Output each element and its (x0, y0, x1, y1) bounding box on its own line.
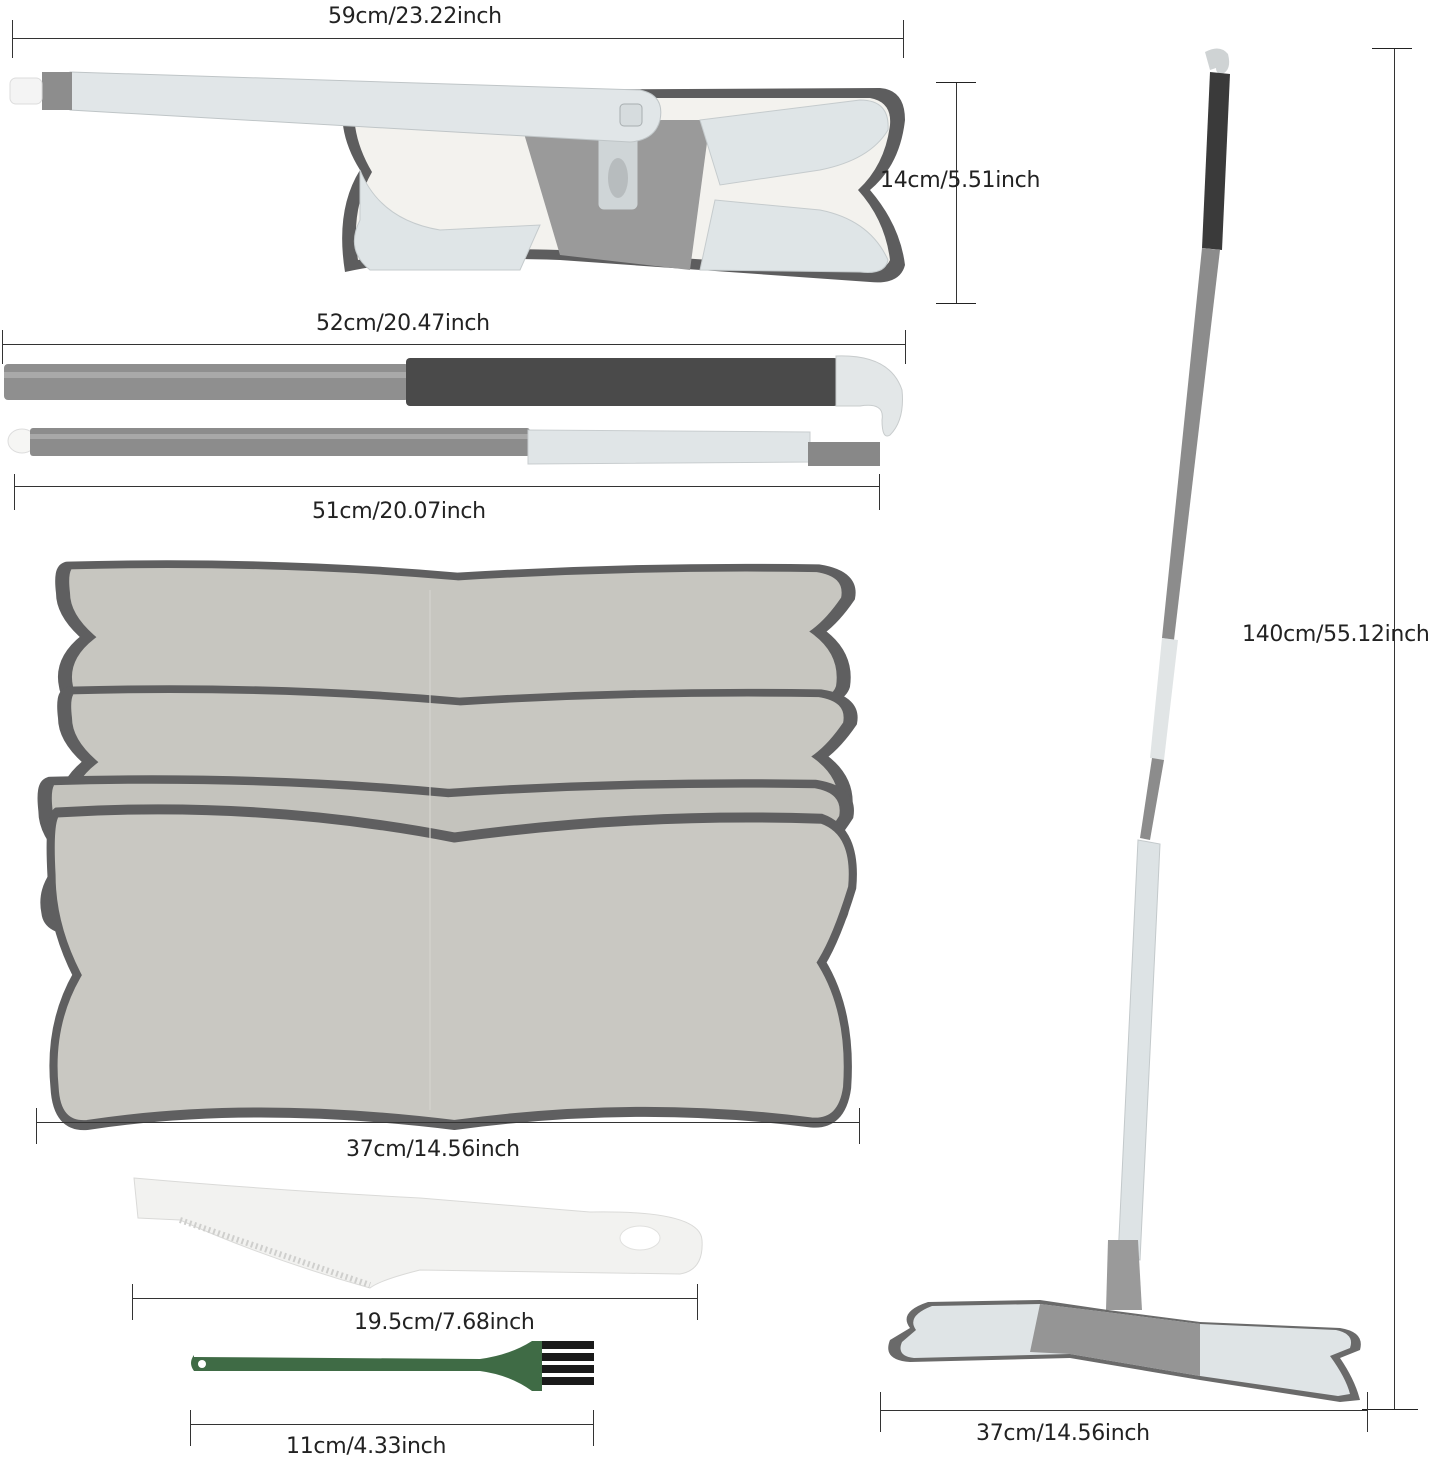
dimension-tick (936, 303, 976, 304)
dimension-tick (905, 330, 906, 364)
dimension-tick (879, 474, 880, 510)
dimension-line-brush (190, 1424, 594, 1425)
brush-length-label: 11cm/4.33inch (286, 1434, 447, 1459)
dimension-tick (132, 1284, 133, 1320)
dimension-line-upper-pole (2, 344, 906, 345)
mop-pad-3 (51, 809, 853, 1125)
dimension-tick (1372, 48, 1412, 49)
mop-pad-1 (62, 564, 848, 703)
mop-head-length-label: 59cm/23.22inch (328, 4, 502, 29)
mop-head-folded-image (9, 71, 906, 283)
cleaning-brush-image (191, 1341, 594, 1391)
dimension-line-mop-head-height (956, 82, 957, 304)
dimension-tick (593, 1410, 594, 1446)
dimension-tick (697, 1284, 698, 1320)
dimension-tick (880, 1392, 881, 1432)
dimension-tick (936, 82, 976, 83)
scraper-length-label: 19.5cm/7.68inch (354, 1310, 535, 1335)
mop-pads-image (0, 550, 880, 1130)
dimension-line-mop-width (880, 1410, 1368, 1411)
dimension-tick (36, 1108, 37, 1144)
dimension-line-scraper (132, 1298, 698, 1299)
mop-head-height-label: 14cm/5.51inch (880, 168, 1041, 193)
dimension-line-mop-height (1394, 48, 1395, 1410)
dimension-tick (859, 1108, 860, 1144)
lower-pole-image (7, 428, 880, 466)
lower-pole-length-label: 51cm/20.07inch (312, 499, 486, 524)
dimension-line-lower-pole (14, 486, 880, 487)
assembled-mop-image (888, 48, 1361, 1402)
dimension-tick (2, 330, 3, 364)
dimension-tick (1367, 1392, 1368, 1432)
dimension-line-mop-head-length (12, 38, 904, 39)
dimension-tick (1362, 1409, 1418, 1410)
dimension-tick (903, 20, 904, 58)
upper-pole-image (4, 355, 903, 437)
mop-pads-length-label: 37cm/14.56inch (346, 1137, 520, 1162)
scraper-image (133, 1177, 703, 1289)
dimension-tick (14, 474, 15, 510)
dimension-tick (12, 20, 13, 58)
upper-pole-length-label: 52cm/20.47inch (316, 311, 490, 336)
dimension-tick (190, 1410, 191, 1446)
mop-width-label: 37cm/14.56inch (976, 1421, 1150, 1446)
mop-height-label: 140cm/55.12inch (1242, 622, 1430, 647)
dimension-line-mop-pads (36, 1122, 860, 1123)
